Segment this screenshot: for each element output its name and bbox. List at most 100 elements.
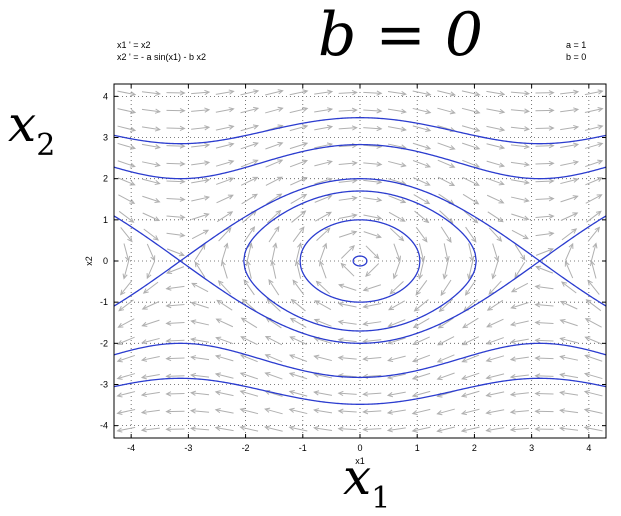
field-arrow [147,244,154,260]
field-arrow [142,410,160,414]
field-arrow [511,339,529,343]
field-arrow [441,227,451,242]
field-arrow [366,264,379,277]
field-arrow [585,143,602,149]
field-arrow [389,212,405,221]
field-arrow [363,109,381,113]
field-arrow [314,108,332,112]
field-arrow [462,143,479,149]
field-arrow [167,427,185,431]
field-arrow [511,109,529,113]
field-arrow [216,408,234,413]
field-arrow [536,374,554,378]
field-arrow [293,280,304,295]
field-arrow [167,233,185,237]
field-arrow [290,90,308,95]
field-arrow [142,392,160,396]
field-arrow [363,427,381,431]
field-arrow [341,246,354,259]
field-arrow [560,143,578,147]
field-arrow [118,195,134,204]
field-arrow [585,337,602,344]
field-arrow [216,90,234,94]
field-arrow [586,319,602,328]
field-arrow [147,262,154,278]
field-arrow [437,91,454,96]
y-axis-label: x2 [84,256,94,266]
field-arrow [388,127,406,132]
field-arrow [438,143,455,150]
field-arrow [462,91,480,96]
field-arrow [314,426,332,430]
x-axis-label: x1 [355,456,365,466]
field-arrow [413,126,430,132]
field-arrow [511,162,529,166]
field-arrow [144,282,158,293]
field-arrow [512,283,528,291]
field-arrow [585,90,603,95]
field-arrow [167,392,185,396]
field-arrow [314,391,332,396]
field-arrow [415,300,429,311]
field-arrow [191,409,209,413]
field-arrow [124,243,130,260]
field-arrow [561,196,578,202]
y-tick-label: -2 [100,338,108,348]
field-arrow [388,356,405,361]
field-arrow [142,196,159,202]
y-tick-label: 1 [103,215,108,225]
field-arrow [487,319,503,327]
field-arrow [222,244,228,261]
field-arrow [142,127,160,131]
field-arrow [167,409,185,413]
field-arrow [217,319,233,327]
field-arrow [565,262,572,278]
field-arrow [216,337,233,344]
field-arrow [560,391,578,395]
field-arrow [167,144,185,148]
field-arrow [142,374,160,378]
field-arrow [167,179,185,183]
field-arrow [241,90,259,95]
field-arrow [320,244,327,261]
field-arrow [117,427,135,432]
field-arrow [536,214,554,218]
field-arrow [585,107,603,112]
field-arrow [536,232,554,236]
field-arrow [536,321,554,325]
field-arrow [560,108,578,112]
field-arrow [142,357,160,362]
field-arrow [144,229,158,240]
field-arrow [142,428,160,432]
field-arrow [167,91,185,95]
field-arrow [191,126,209,130]
field-arrow [191,356,209,360]
field-arrow [216,108,234,113]
field-arrow [588,281,599,295]
field-arrow [562,282,576,293]
field-arrow [437,427,454,432]
field-arrow [191,161,209,165]
field-arrow [217,300,232,310]
field-arrow [364,232,381,238]
field-arrow [413,178,429,186]
field-arrow [241,125,258,131]
field-arrow [315,301,331,310]
field-arrow [492,261,498,278]
field-arrow [317,281,330,293]
field-arrow [191,373,209,377]
field-arrow [536,126,554,130]
field-arrow [265,426,282,431]
field-arrow [192,283,208,291]
field-arrow [167,249,184,256]
field-arrow [565,244,572,260]
field-arrow [511,197,529,202]
field-arrow [511,303,528,309]
field-arrow [217,212,232,222]
field-arrow [290,408,308,413]
field-arrow [413,409,431,414]
field-arrow [536,108,554,112]
field-arrow [462,427,480,432]
field-arrow [536,266,553,273]
field-arrow [590,261,596,278]
